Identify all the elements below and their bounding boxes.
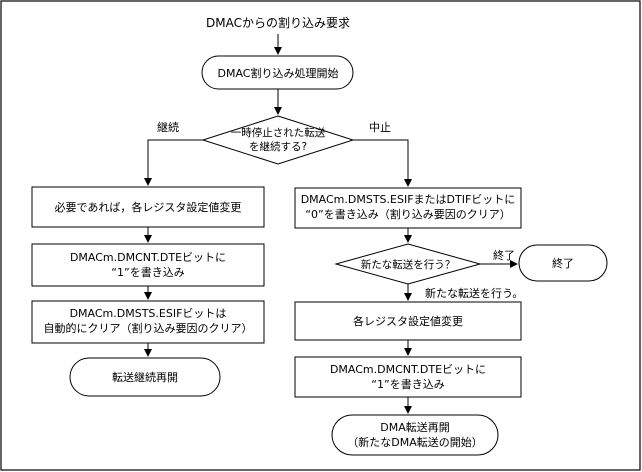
- right-box3-line2: “1”を書き込み: [371, 377, 444, 391]
- label-continue: 継続: [157, 120, 179, 134]
- decision-continue-line1: 一時停止された転送: [231, 126, 326, 139]
- end-terminal: [518, 244, 608, 282]
- left-box-esif-clear: [31, 300, 265, 344]
- left-box-dte-write: [31, 243, 265, 287]
- right-box1-line2: “0”を書き込み（割り込み要因のクリア）: [305, 207, 510, 221]
- left-box-register-change: [31, 186, 265, 228]
- right-end-line1: DMA転送再開: [380, 420, 450, 434]
- left-end-label: 転送継続再開: [112, 370, 178, 384]
- diagram-title: DMACからの割り込み要求: [206, 15, 350, 30]
- left-box2-line1: DMACm.DMCNT.DTEビットに: [70, 251, 226, 264]
- right-box2-label: 各レジスタ設定値変更: [353, 314, 463, 328]
- right-end-line2: （新たなDMA転送の開始）: [347, 435, 483, 449]
- left-box3-line2: 自動的にクリア（割り込み要因のクリア）: [44, 321, 253, 335]
- right-end-terminal: [331, 414, 499, 456]
- arrow-stop-branch: [353, 139, 412, 187]
- end-terminal-label: 終了: [552, 256, 574, 270]
- decision-continue-transfer: [201, 115, 355, 165]
- decision-continue-line2: を継続する?: [249, 140, 307, 153]
- arrow-continue-branch: [144, 139, 203, 186]
- right-box-flag-clear: [294, 187, 522, 229]
- label-new-transfer: 新たな転送を行う。: [425, 286, 523, 300]
- right-box-register-change: [294, 301, 522, 341]
- right-box1-line1: DMACm.DMSTS.ESIFまたはDTIFビットに: [301, 193, 516, 206]
- left-end-terminal: [69, 357, 221, 397]
- label-stop: 中止: [369, 121, 391, 134]
- left-box1-label: 必要であれば，各レジスタ設定値変更: [55, 200, 242, 214]
- left-box2-line2: “1”を書き込み: [111, 265, 184, 279]
- left-box3-line1: DMACm.DMSTS.ESIFビットは: [70, 307, 227, 320]
- label-end-branch: 終了: [493, 248, 515, 262]
- right-box3-line1: DMACm.DMCNT.DTEビットに: [330, 363, 486, 376]
- right-box-dte-write: [294, 356, 522, 398]
- start-terminal-label: DMAC割り込み処理開始: [218, 66, 339, 80]
- decision-new-transfer-label: 新たな転送を行う？: [361, 258, 456, 271]
